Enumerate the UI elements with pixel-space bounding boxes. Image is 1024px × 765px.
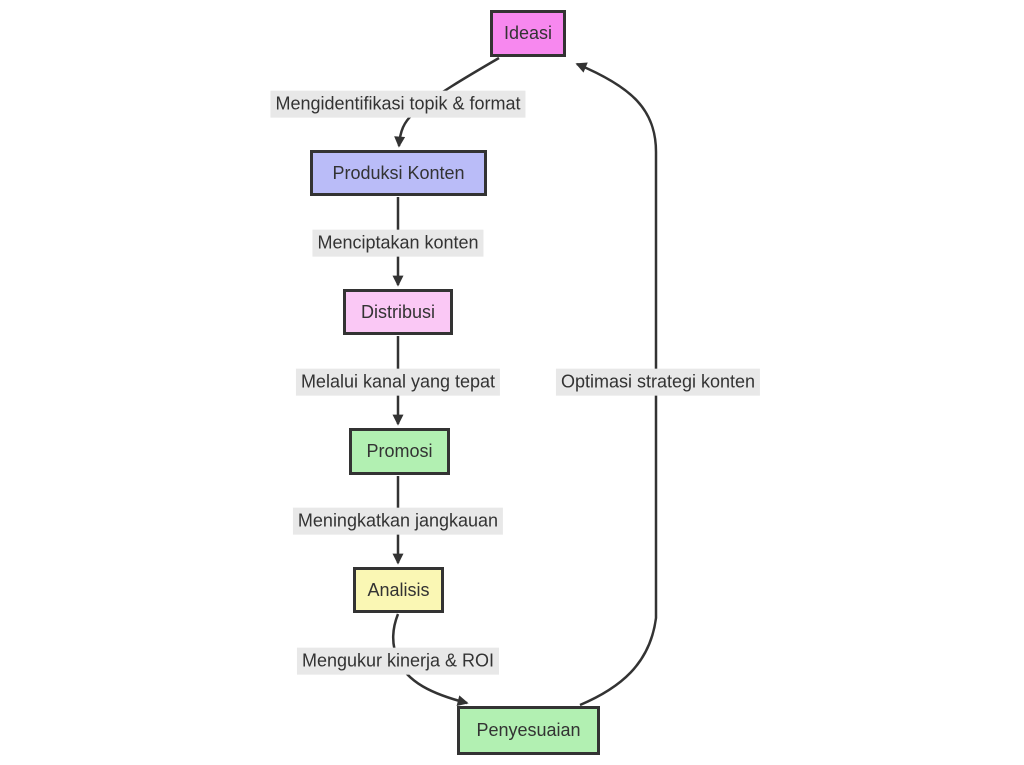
edge-label-mengukur: Mengukur kinerja & ROI	[296, 647, 500, 675]
node-promosi: Promosi	[349, 428, 450, 475]
node-penyesuaian-label: Penyesuaian	[476, 720, 581, 740]
node-ideasi-label: Ideasi	[503, 23, 553, 43]
node-analisis-label: Analisis	[367, 579, 430, 600]
node-analisis: Analisis	[353, 567, 444, 613]
node-distribusi: Distribusi	[343, 289, 453, 335]
edge-label-mengidentifikasi: Mengidentifikasi topik & format	[270, 90, 526, 118]
node-penyesuaian: Penyesuaian	[457, 706, 600, 755]
edge-label-optimasi: Optimasi strategi konten	[555, 368, 761, 396]
node-distribusi-label: Distribusi	[360, 301, 435, 322]
edge-label-menciptakan: Menciptakan konten	[312, 229, 484, 257]
edge-label-meningkatkan: Meningkatkan jangkauan	[292, 507, 504, 535]
node-produksi-konten: Produksi Konten	[310, 150, 487, 196]
node-produksi-konten-label: Produksi Konten	[332, 162, 465, 183]
node-promosi-label: Promosi	[366, 441, 433, 461]
node-ideasi: Ideasi	[490, 10, 566, 57]
edge-label-melalui-kanal: Melalui kanal yang tepat	[295, 368, 501, 396]
